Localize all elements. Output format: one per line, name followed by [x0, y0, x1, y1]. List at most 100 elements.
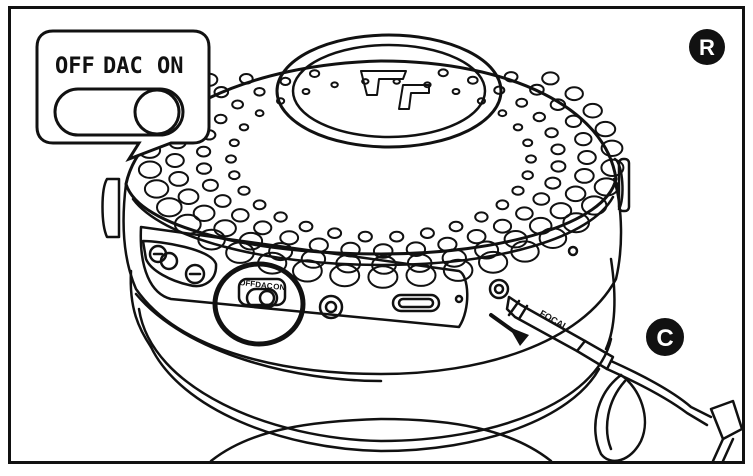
perforation-hole — [213, 219, 237, 238]
perforation-hole — [228, 170, 241, 181]
perforation-hole — [512, 123, 524, 132]
perforation-hole — [562, 212, 591, 234]
switch-small-knob — [258, 289, 276, 307]
perforation-hole — [201, 178, 219, 192]
perforation-hole — [301, 88, 311, 95]
perforation-hole — [478, 250, 509, 274]
perforation-hole — [237, 185, 251, 196]
perforation-hole — [515, 206, 534, 221]
perforation-hole — [196, 145, 212, 158]
perforation-hole — [298, 220, 314, 233]
perforation-hole — [254, 109, 265, 118]
perforation-hole — [423, 81, 432, 89]
perforation-hole — [231, 99, 245, 110]
perforation-hole — [466, 229, 487, 245]
callout-dac-label: DAC — [103, 54, 143, 79]
marker-r-label: R — [699, 35, 715, 60]
perforation-hole — [253, 220, 273, 236]
perforation-hole — [405, 241, 427, 257]
perforation-hole — [564, 86, 584, 102]
ear-cushion — [129, 257, 616, 461]
perforation-hole — [467, 75, 479, 85]
perforation-hole — [550, 160, 567, 173]
perforation-hole — [213, 194, 232, 208]
perforation-hole — [238, 73, 254, 85]
perforation-hole — [419, 227, 435, 239]
perforation-hole — [577, 150, 597, 165]
perforation-hole — [279, 76, 292, 87]
switch-highlight-circle — [212, 261, 306, 347]
perforation-hole — [448, 220, 464, 233]
perforation-hole — [225, 154, 237, 164]
perforation-hole — [371, 255, 397, 275]
perforation-hole — [476, 97, 486, 105]
perforation-hole — [564, 185, 587, 203]
perforation-hole — [503, 230, 528, 249]
perforation-hole — [581, 195, 608, 216]
coiled-cable — [594, 359, 742, 461]
perforation-hole — [137, 160, 163, 179]
perforation-hole — [268, 242, 294, 262]
illustration-frame: OFF DAC ON OFF DAC ON FOCAL R C — [8, 6, 745, 464]
perforation-hole — [522, 138, 534, 148]
perforation-hole — [252, 199, 267, 211]
perforation-hole — [165, 153, 185, 168]
perforation-hole — [192, 204, 216, 223]
perforation-hole — [309, 69, 321, 78]
perforation-hole — [143, 179, 170, 199]
perforation-hole — [521, 170, 534, 181]
perforation-hole — [231, 208, 250, 223]
perforation-hole — [474, 211, 489, 223]
perforation-hole — [276, 97, 286, 105]
perforation-hole — [574, 168, 595, 184]
marker-c-label: C — [656, 325, 673, 352]
perforation-hole — [213, 113, 228, 125]
perforation-hole — [493, 85, 506, 95]
perforation-hole — [528, 216, 553, 235]
perforation-hole — [195, 162, 213, 175]
insert-arrow-shaft — [489, 313, 525, 340]
perforation-hole — [564, 114, 583, 129]
switch-small-dac-label: DAC — [255, 280, 273, 291]
perforation-hole — [177, 188, 200, 205]
perforation-hole — [330, 81, 339, 89]
earcup-body — [122, 177, 623, 383]
control-strip — [139, 225, 579, 329]
perforation-hole — [253, 87, 266, 97]
top-cap — [275, 33, 503, 149]
perforation-hole — [495, 199, 510, 211]
perforation-hole — [525, 154, 537, 164]
perforation-hole — [574, 132, 593, 147]
perforation-hole — [441, 248, 467, 268]
perforation-hole — [213, 86, 230, 99]
callout-bubble — [35, 29, 211, 162]
perforation-hole — [503, 71, 519, 83]
perforation-hole — [474, 240, 500, 260]
perforation-hole — [437, 68, 449, 78]
headphone-illustration: OFF DAC ON OFF DAC ON FOCAL R C — [35, 29, 742, 461]
perforation-hole — [168, 171, 190, 187]
perforation-hole — [367, 265, 399, 289]
switch-small-on-label: ON — [273, 282, 286, 292]
switch-knob — [133, 88, 181, 136]
hinge-left — [101, 177, 121, 239]
audio-jack — [488, 278, 615, 371]
perforation-hole — [392, 78, 401, 85]
perforation-hole — [357, 230, 373, 243]
perforation-hole — [541, 71, 560, 86]
perforation-hole — [451, 88, 461, 95]
perforation-hole — [238, 123, 250, 132]
perforation-hole — [544, 127, 559, 139]
switch-small-off-label: OFF — [239, 278, 256, 289]
perforation-hole — [532, 192, 551, 206]
perforation-hole — [600, 158, 625, 178]
perforation-hole — [538, 227, 568, 249]
perforation-hole — [389, 230, 405, 243]
perforation-hole — [510, 240, 540, 263]
callout-on-label: ON — [157, 54, 184, 79]
perforation-hole — [361, 78, 370, 85]
perforation-hole — [228, 138, 240, 148]
perforation-hole — [156, 197, 183, 218]
switch-small-body — [245, 287, 279, 309]
perforation-hole — [529, 83, 545, 96]
